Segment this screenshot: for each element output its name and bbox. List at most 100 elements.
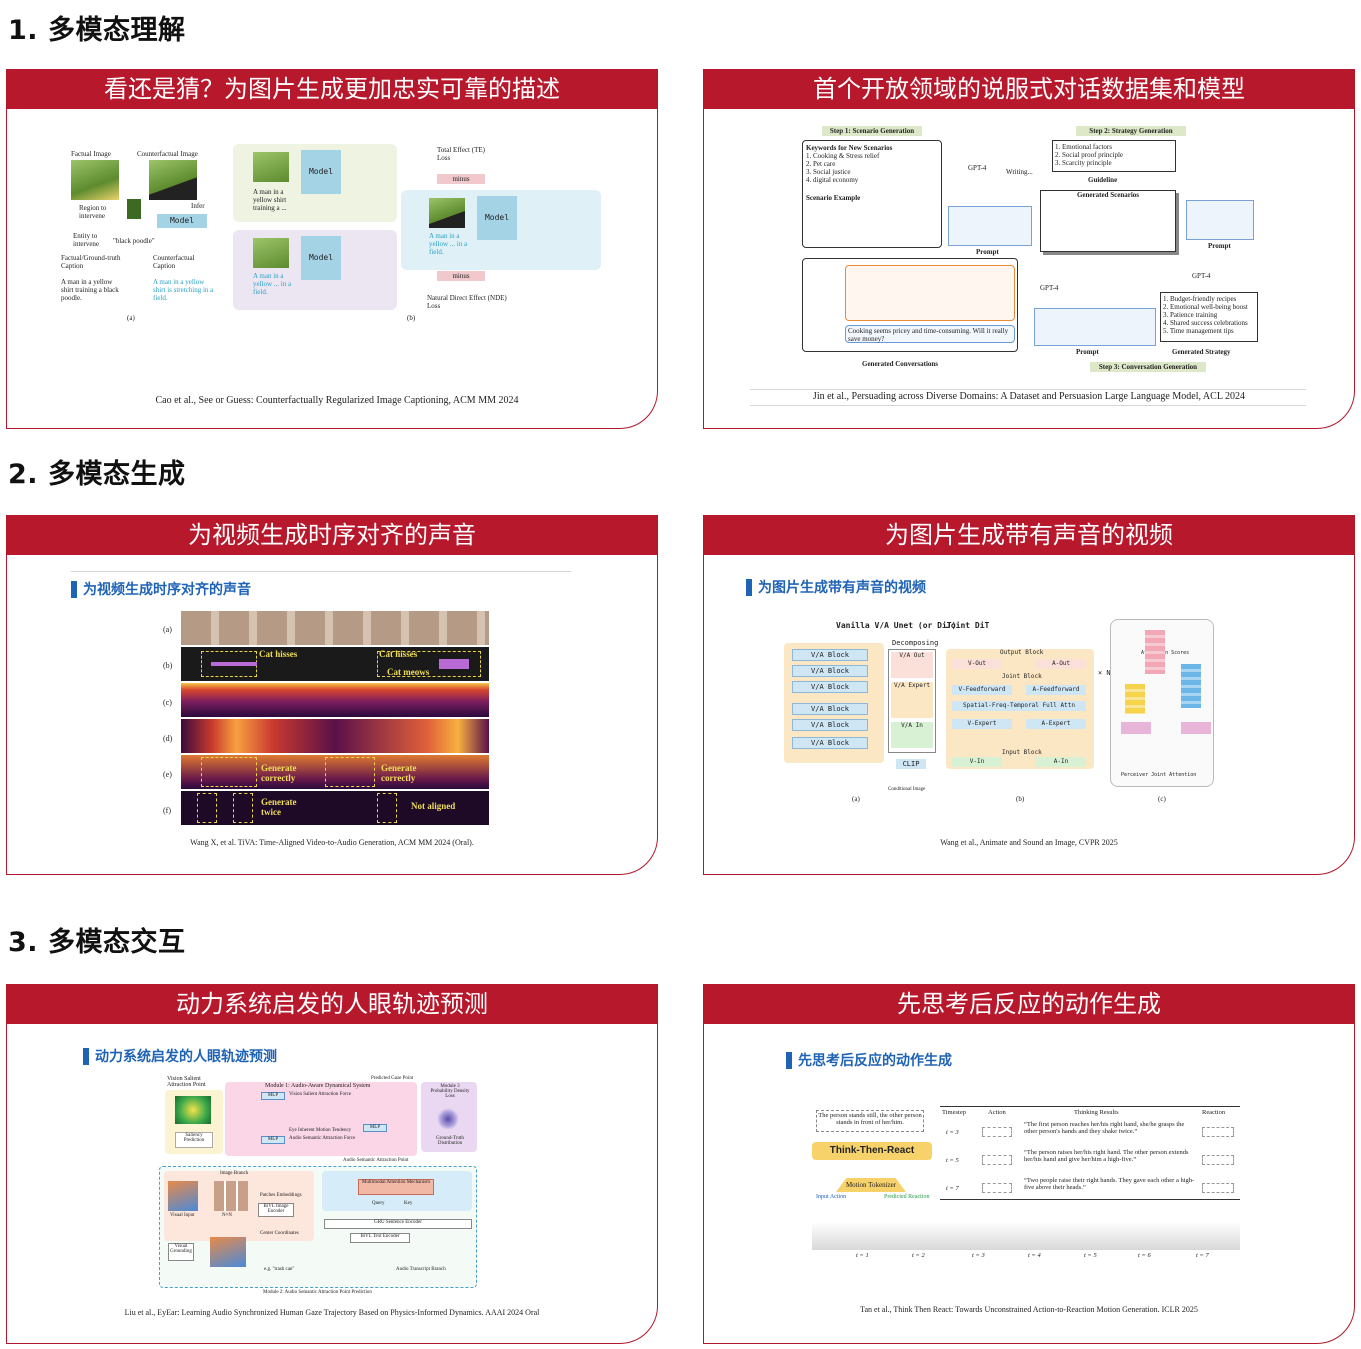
card-persuasion-dataset: 首个开放领域的说服式对话数据集和模型 Step 1: Scenario Gene… (703, 69, 1355, 429)
spectrogram-d (181, 719, 489, 753)
asap-label: Audio Semantic Attraction Point (343, 1158, 409, 1163)
label-panel-b: (b) (1016, 795, 1025, 803)
hiss-box-2 (377, 651, 481, 677)
image-branch-label: Image Branch (220, 1171, 249, 1176)
action-token-2 (982, 1155, 1012, 1165)
waveform-2 (439, 659, 469, 669)
vanilla-label: Vanilla V/A Unet (or DiT) (836, 621, 957, 630)
label-infer: Infer (191, 202, 205, 210)
generated-strategy-label: Generated Strategy (1172, 348, 1231, 356)
module1-panel: Module 1: Audio-Aware Dynamical System M… (225, 1082, 417, 1156)
subtitle: 动力系统启发的人眼轨迹预测 (83, 1046, 277, 1066)
a-expert-box: A-Expert (1026, 719, 1086, 729)
caption-sstar: A man in a yellow ... in a field. (253, 272, 292, 296)
label-cat-hisses-1: Cat hisses (259, 649, 298, 659)
joint-dit-label: Joint DiT (946, 621, 990, 630)
gpt4-label-3: GPT-4 (1040, 284, 1059, 292)
subtitle: 为图片生成带有声音的视频 (746, 577, 926, 597)
minus-nde: minus (437, 271, 485, 281)
caption-s: A man in a yellow shirt training a ... (253, 188, 287, 212)
label-panel-c: (c) (1158, 795, 1166, 803)
persuader-bubble (845, 265, 1015, 321)
header-rule (71, 571, 571, 572)
spectrogram-f: Generate twice Not aligned (181, 791, 489, 825)
subtitle-bar (746, 578, 752, 596)
va-in-box: V/A In (891, 722, 933, 748)
va-block-1: V/A Block (792, 649, 868, 661)
asaf-label: Audio Semantic Attraction Force (289, 1136, 356, 1141)
strategy-box: 1. Emotional factors 2. Social proof pri… (1052, 140, 1176, 172)
label-panel-a: (a) (127, 314, 135, 322)
full-attn-box: Spatial-Freq-Temporal Full Attn (952, 701, 1086, 711)
visual-grounding-box: Visual Grounding (168, 1243, 194, 1261)
image-i-thumb (253, 152, 289, 182)
gpt4-label-1: GPT-4 (968, 164, 987, 172)
keywords-title: Keywords for New Scenarios (806, 144, 893, 152)
density-plot (437, 1108, 459, 1130)
persuasion-figure: Step 1: Scenario Generation Step 2: Stra… (800, 124, 1260, 374)
strategy-3: 3. Scarcity principle (1055, 159, 1112, 167)
writing-label: Writing... (1006, 168, 1033, 176)
label-factual-caption: Factual/Ground-truth Caption (61, 254, 121, 270)
section-title-understanding: 1. 多模态理解 (8, 15, 186, 46)
card-title: 为图片生成带有声音的视频 (704, 515, 1354, 555)
label-not-aligned: Not aligned (411, 801, 456, 811)
row1-thinking: “The first person reaches her/his right … (1024, 1121, 1185, 1135)
mlp-box-1: MLP (261, 1092, 285, 1100)
counterfactual-image (149, 160, 197, 200)
example-label: e.g. "trash can" (264, 1267, 295, 1272)
conversation-box: Cooking seems pricey and time-consuming.… (802, 258, 1018, 352)
output-block-label: Output Block (1000, 649, 1044, 656)
subtitle: 为视频生成时序对齐的声音 (71, 579, 251, 599)
audio-transcript-label: Audio Transcript Branch (396, 1267, 446, 1272)
qkv-left (1121, 722, 1151, 734)
card-video-to-audio: 为视频生成时序对齐的声音 为视频生成时序对齐的声音 (a) (b) (c) (d… (6, 515, 658, 875)
label-counterfactual-caption: Counterfactual Caption (153, 254, 195, 270)
card-title: 看还是猜？为图片生成更加忠实可靠的描述 (7, 69, 657, 109)
subtitle-text: 为视频生成时序对齐的声音 (83, 582, 251, 598)
saliency-prediction-box: Saliency Prediction (175, 1132, 213, 1148)
eyear-figure: Vision Salient Attraction Point Saliency… (153, 1076, 483, 1298)
th-thinking: Thinking Results (1074, 1109, 1119, 1116)
attention-matrix-3 (1125, 684, 1145, 714)
captioning-figure: Factual Image Counterfactual Image Regio… (57, 144, 617, 364)
twice-box-2 (233, 793, 253, 823)
citation-rule-top (750, 389, 1306, 390)
citation: Wang X, et al. TiVA: Time-Aligned Video-… (190, 838, 474, 847)
label-generate-correctly-1: Generate correctly (261, 763, 297, 783)
section-title-interaction: 3. 多模态交互 (8, 927, 186, 958)
v-in-box: V-In (952, 757, 1002, 767)
image-istar-thumb (429, 198, 465, 228)
a-in-box: A-In (1036, 757, 1086, 767)
minus-te: minus (437, 174, 485, 184)
th-reaction: Reaction (1202, 1109, 1226, 1116)
subtitle-bar (71, 580, 77, 598)
row-label-c: (c) (163, 698, 172, 707)
subtitle-bar (83, 1047, 89, 1065)
scenario-box: Keywords for New Scenarios 1. Cooking & … (802, 140, 942, 248)
bivl-image-encoder: BiVL Image Encoder (258, 1203, 294, 1217)
action-token-3 (982, 1183, 1012, 1193)
row-label-f: (f) (163, 806, 171, 815)
strategy-1: 1. Emotional factors (1055, 143, 1112, 151)
repeat-n-label: × N (1098, 669, 1111, 677)
correct-box-1 (201, 757, 257, 787)
timeline-t4: t = 4 (1028, 1252, 1041, 1259)
model-box-a: Model (157, 214, 207, 228)
input-block-label: Input Block (1002, 749, 1042, 756)
input-action-label: Input Action (816, 1194, 847, 1200)
key-label: Key (404, 1201, 413, 1206)
caption-sstar-i: A man in a yellow ... in a field. (429, 232, 468, 256)
step1-label: Step 1: Scenario Generation (822, 126, 922, 136)
timeline-t7: t = 7 (1196, 1252, 1209, 1259)
keyword-2: 2. Pet care (806, 160, 836, 168)
grounded-image (210, 1237, 246, 1267)
label-generate-correctly-2: Generate correctly (381, 763, 417, 783)
visual-input-image (168, 1181, 198, 1211)
timeline-t5: t = 5 (1084, 1252, 1097, 1259)
va-out-box: V/A Out (891, 652, 933, 678)
region-crop (127, 199, 141, 219)
prompt-box-3 (1034, 308, 1156, 346)
image-i-thumb-2 (253, 238, 289, 268)
motion-strip (812, 1222, 1240, 1250)
